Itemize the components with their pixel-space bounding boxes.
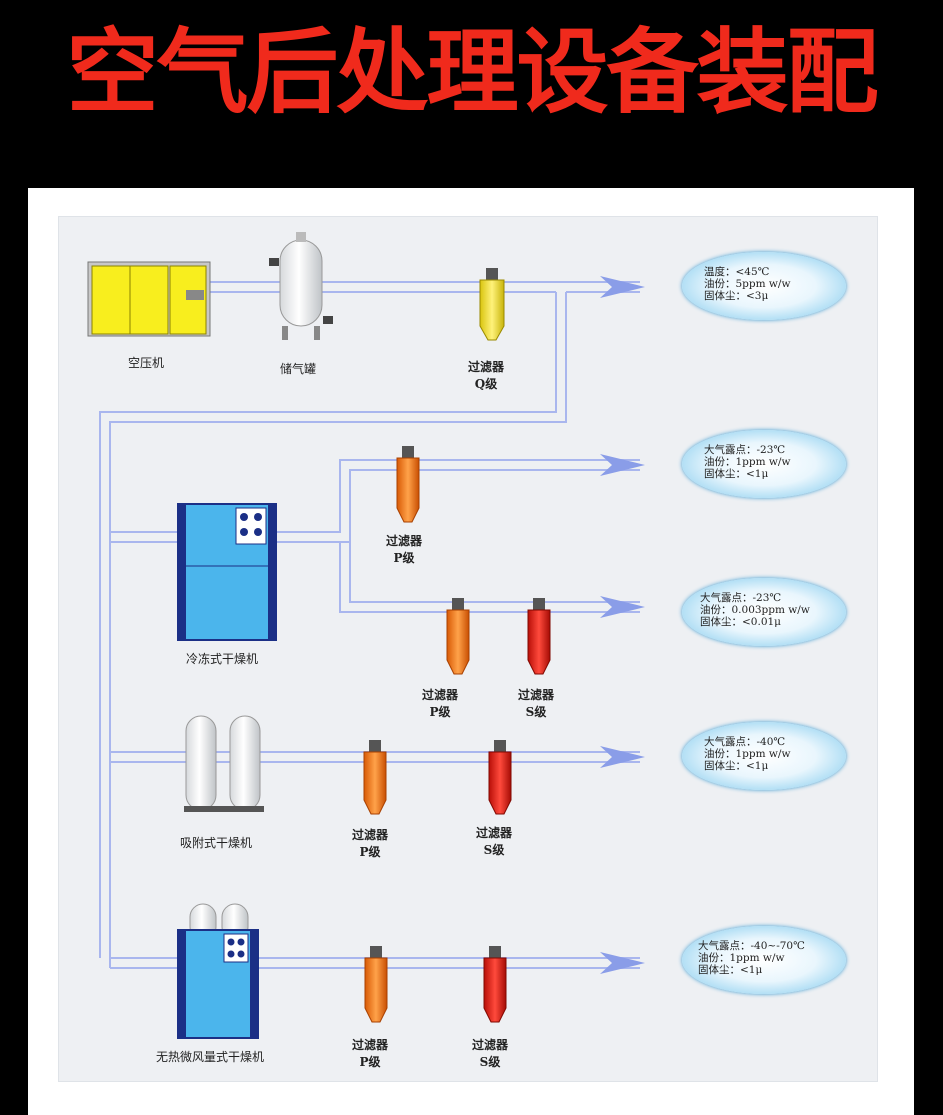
filter-s-icon (483, 946, 507, 1023)
compressor-label: 空压机 (128, 356, 165, 370)
pipes (99, 281, 640, 969)
page-title: 空气后处理设备装配 (66, 19, 878, 126)
filter-p-icon (363, 740, 387, 815)
heatless-dryer-icon (177, 903, 259, 1039)
arrow-icon (600, 952, 645, 974)
filter-q-icon (479, 268, 505, 341)
adsorption-dryer-icon (184, 715, 264, 812)
fridge-dryer-icon (177, 503, 277, 641)
filter-p-icon (446, 598, 470, 675)
compressor-icon (87, 261, 211, 337)
tank-label: 储气罐 (280, 362, 317, 376)
filter-s-icon (527, 598, 551, 675)
fridge-dryer-label: 冷冻式干燥机 (186, 652, 259, 666)
arrow-icon (600, 746, 645, 768)
filter-p-icon (364, 946, 388, 1023)
filter-s-icon (488, 740, 512, 815)
flow-arrows (600, 276, 645, 974)
arrow-icon (600, 276, 645, 298)
arrow-icon (600, 454, 645, 476)
arrow-icon (600, 596, 645, 618)
filter-p-icon (396, 446, 420, 523)
adsorb-dryer-label: 吸附式干燥机 (180, 836, 253, 850)
title-banner: 空气后处理设备装配 (0, 0, 943, 180)
tank-icon (269, 232, 333, 340)
heatless-dryer-label: 无热微风量式干燥机 (156, 1050, 265, 1064)
